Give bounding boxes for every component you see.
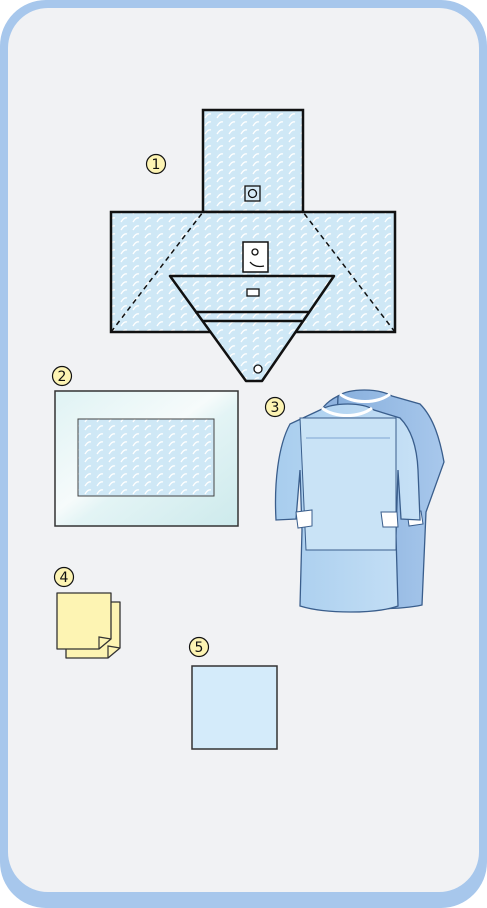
note-pads-icon <box>57 593 120 658</box>
drape-slot <box>247 289 259 296</box>
drape-port-square <box>245 186 260 201</box>
marker-5: 5 <box>190 638 209 657</box>
marker-1: 1 <box>147 155 166 174</box>
marker-4: 4 <box>55 568 74 587</box>
incise-drape-icon <box>55 391 238 526</box>
svg-text:1: 1 <box>152 157 161 173</box>
svg-text:5: 5 <box>195 640 204 656</box>
svg-text:4: 4 <box>60 570 69 586</box>
svg-text:2: 2 <box>58 369 67 385</box>
drape-bottom-hole <box>254 365 262 373</box>
marker-2: 2 <box>53 367 72 386</box>
surgical-gowns-icon <box>276 390 444 612</box>
marker-3: 3 <box>266 398 285 417</box>
svg-text:3: 3 <box>271 400 280 416</box>
drape-pouch <box>243 242 268 272</box>
towel-icon <box>192 666 277 749</box>
